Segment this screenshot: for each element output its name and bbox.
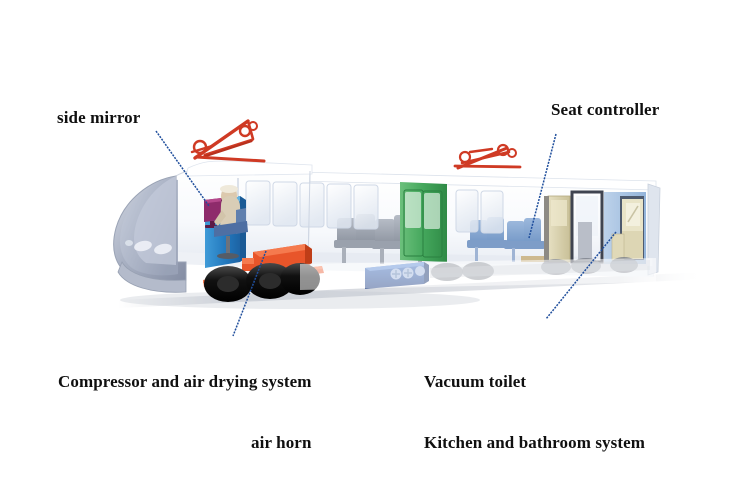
label-compressor-air-horn: Compressor and air drying system air hor… [58, 331, 312, 494]
driver-seat[interactable] [214, 208, 248, 259]
passenger-seats-blue [467, 217, 547, 262]
label-vacuum-toilet-line2: Kitchen and bathroom system [424, 432, 646, 452]
pantograph-rear [453, 143, 522, 170]
label-side-mirror: side mirror [57, 108, 141, 127]
figure-canvas: side mirror Seat controller Compressor a… [57, 100, 706, 452]
leader-seat-controller [528, 133, 557, 239]
cab-nose [113, 175, 187, 293]
driver-figure [214, 185, 241, 230]
train-illustration [113, 119, 706, 337]
label-seat-controller: Seat controller [551, 100, 660, 119]
pantograph-front [190, 119, 266, 163]
green-partition [400, 182, 447, 262]
bathroom-module [604, 192, 646, 264]
driver-cab-interior [204, 185, 248, 268]
leader-vacuum-toilet [545, 231, 617, 320]
label-vacuum-toilet-kitchen: Vacuum toilet Kitchen and bathroom syste… [424, 331, 645, 494]
leader-lines [155, 130, 617, 337]
label-vacuum-toilet-line1: Vacuum toilet [424, 371, 527, 391]
vehicle-interior [300, 182, 655, 266]
label-compressor-line2: air horn [251, 432, 312, 452]
side-windows [245, 180, 504, 234]
label-compressor-line1: Compressor and air drying system [58, 371, 312, 391]
leader-side-mirror [155, 130, 210, 207]
kitchen-cabinet [544, 195, 571, 263]
leader-compressor [232, 250, 267, 337]
